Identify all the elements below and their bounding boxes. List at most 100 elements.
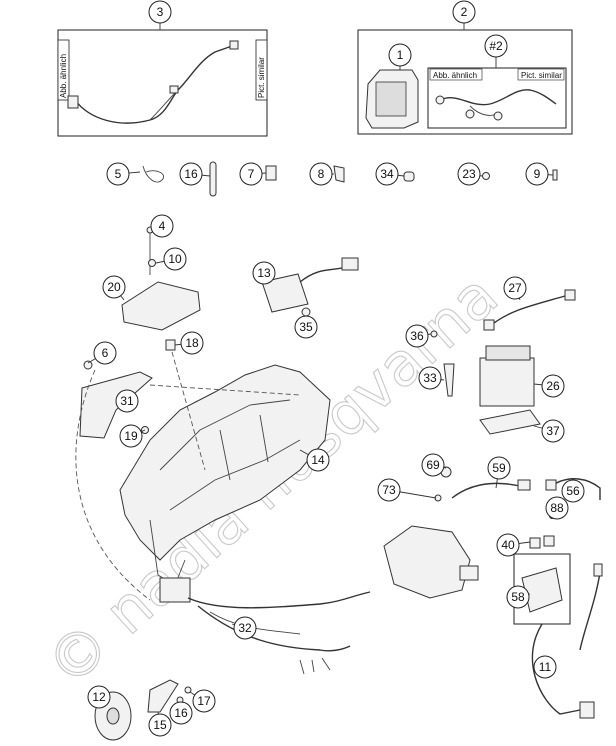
callout-number: 58 bbox=[511, 590, 525, 604]
callout-16: 16 bbox=[169, 701, 193, 725]
kit-box-3: Abb. ähnlich Pict. similar bbox=[57, 18, 268, 137]
grommet-part-34 bbox=[403, 171, 415, 182]
callout-number: 73 bbox=[382, 483, 396, 497]
callout-18: 18 bbox=[174, 331, 204, 355]
callout-circle bbox=[115, 389, 139, 413]
callout-number: 31 bbox=[120, 394, 134, 408]
regulator-part-13 bbox=[261, 257, 359, 317]
kit-box-3-label-right: Pict. similar bbox=[257, 57, 266, 98]
kit-box-2-label-right: Pict. similar bbox=[521, 71, 562, 80]
callout-circle bbox=[93, 341, 117, 365]
callout-circle bbox=[541, 419, 565, 443]
callout-11: 11 bbox=[533, 655, 557, 679]
callout-5: 5 bbox=[106, 162, 141, 186]
callout-88: 88 bbox=[545, 496, 569, 520]
callout-69: 69 bbox=[421, 453, 447, 477]
callout-number: 9 bbox=[534, 167, 541, 181]
callout-circle bbox=[233, 616, 257, 640]
callout-number: 17 bbox=[197, 694, 211, 708]
callout-number: 10 bbox=[168, 252, 182, 266]
callout-6: 6 bbox=[87, 341, 117, 365]
callout-circle bbox=[306, 448, 330, 472]
callout-34: 34 bbox=[375, 162, 405, 186]
starter-motor bbox=[383, 466, 601, 599]
callout-circle bbox=[148, 713, 172, 737]
callout-circle bbox=[496, 533, 520, 557]
callout-circle bbox=[106, 162, 130, 186]
callout-10: 10 bbox=[155, 247, 187, 271]
callout-number: 19 bbox=[124, 429, 138, 443]
callout-33: 33 bbox=[418, 366, 445, 390]
harness-2-wire bbox=[439, 89, 557, 106]
callout-number: 59 bbox=[492, 461, 506, 475]
callout-kit-2: #2 bbox=[484, 34, 508, 58]
callout-number: 4 bbox=[159, 219, 166, 233]
callout-circle bbox=[418, 366, 442, 390]
callout-circle bbox=[252, 261, 276, 285]
callout-number: 12 bbox=[92, 690, 106, 704]
callout-number: 34 bbox=[380, 167, 394, 181]
callout-15: 15 bbox=[148, 711, 172, 737]
kit-box-2-label-left: Abb. ähnlich bbox=[433, 71, 477, 80]
callout-58: 58 bbox=[506, 585, 531, 609]
callout-number: 88 bbox=[550, 501, 564, 515]
relay-part-7 bbox=[265, 165, 277, 181]
callout-number: 11 bbox=[539, 660, 552, 674]
callout-circle bbox=[179, 162, 203, 186]
callout-circle bbox=[388, 43, 412, 67]
kit-box-2-inner-frame bbox=[427, 67, 567, 129]
callout-1: 1 bbox=[388, 43, 412, 67]
callout-36: 36 bbox=[405, 324, 432, 348]
callout-circle bbox=[375, 162, 399, 186]
cdi-unit-part-1 bbox=[365, 66, 419, 129]
kit-box-2-frame bbox=[357, 29, 573, 135]
callout-number: 7 bbox=[248, 167, 255, 181]
callout-2: 2 bbox=[452, 0, 476, 24]
callout-number: 15 bbox=[153, 718, 167, 732]
callout-20: 20 bbox=[102, 275, 126, 301]
callout-40: 40 bbox=[496, 533, 531, 557]
callout-number: 16 bbox=[174, 706, 188, 720]
callout-23: 23 bbox=[457, 162, 483, 186]
callout-circle bbox=[561, 479, 585, 503]
assembly-line bbox=[171, 351, 206, 471]
holder-part-31 bbox=[79, 360, 153, 439]
callout-circle bbox=[457, 162, 481, 186]
assembly-line bbox=[149, 384, 301, 396]
callout-number: 6 bbox=[102, 346, 109, 360]
callout-26: 26 bbox=[533, 374, 565, 398]
callout-circle bbox=[421, 453, 445, 477]
callout-circle bbox=[102, 275, 126, 299]
callout-4: 4 bbox=[150, 214, 174, 238]
callout-73: 73 bbox=[377, 478, 437, 502]
callout-17: 17 bbox=[189, 689, 216, 713]
callout-circle bbox=[487, 456, 511, 480]
callout-circle bbox=[525, 162, 549, 186]
starter-relay-part-58 bbox=[513, 535, 603, 719]
fuse-part-9 bbox=[552, 169, 558, 181]
callout-16: 16 bbox=[179, 162, 211, 186]
kit-box-2: Abb. ähnlich Pict. similar bbox=[357, 18, 573, 135]
callout-12: 12 bbox=[87, 685, 111, 709]
callout-circle bbox=[452, 0, 476, 24]
callout-number: 23 bbox=[462, 167, 476, 181]
callout-number: 32 bbox=[238, 621, 252, 635]
callout-number: 33 bbox=[423, 371, 437, 385]
callout-number: 2 bbox=[461, 5, 468, 19]
callout-56: 56 bbox=[561, 479, 585, 503]
callout-number: 27 bbox=[508, 281, 522, 295]
callout-number: 36 bbox=[410, 329, 424, 343]
callout-59: 59 bbox=[487, 456, 511, 489]
callout-9: 9 bbox=[525, 162, 554, 186]
callout-number: 1 bbox=[397, 48, 404, 62]
callout-32: 32 bbox=[231, 616, 257, 640]
callout-number: 16 bbox=[184, 167, 198, 181]
callout-circle bbox=[87, 685, 111, 709]
harness-wire bbox=[74, 45, 233, 124]
battery-box-part-14 bbox=[119, 364, 331, 586]
callout-number: 5 bbox=[115, 167, 122, 181]
callout-circle bbox=[533, 655, 557, 679]
callout-circle bbox=[377, 478, 401, 502]
